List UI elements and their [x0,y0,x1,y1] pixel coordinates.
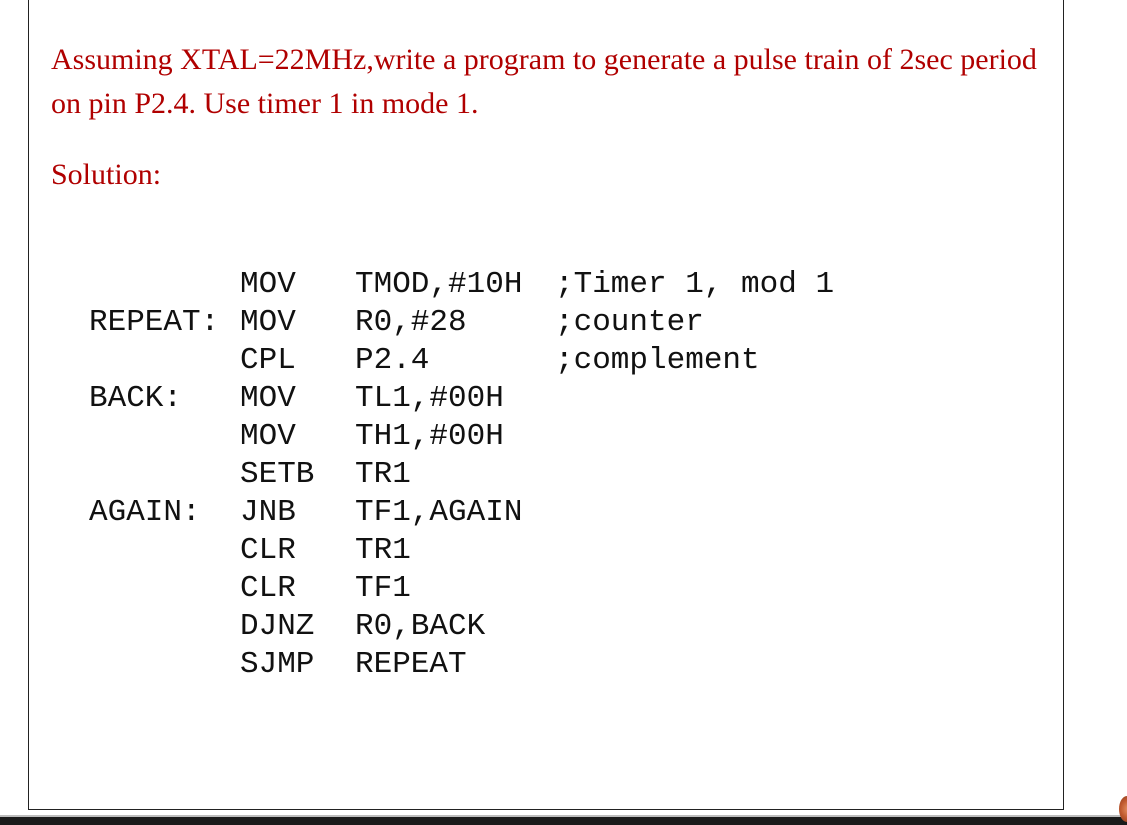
code-operand: TL1,#00H [355,381,504,416]
bottom-divider [0,815,1127,817]
code-comment: ;counter [555,305,704,340]
code-opcode: DJNZ [240,609,315,644]
code-comment: ;complement [555,343,760,378]
code-opcode: CLR [240,533,296,568]
code-line: SJMP REPEAT [89,646,467,684]
code-operand: P2.4 [355,343,430,378]
code-operand: TF1 [355,571,411,606]
code-operand: REPEAT [355,647,467,682]
code-opcode: SJMP [240,647,315,682]
code-opcode: CLR [240,571,296,606]
code-operand: TMOD,#10H [355,267,523,302]
code-line: BACK: MOV TL1,#00H [89,380,504,418]
code-line: MOV TMOD,#10H ;Timer 1, mod 1 [89,266,834,304]
code-line: SETB TR1 [89,456,411,494]
code-opcode: MOV [240,305,296,340]
code-comment: ;Timer 1, mod 1 [555,267,835,302]
logo-icon [1119,796,1127,822]
code-label: AGAIN: [89,495,201,530]
code-line: REPEAT: MOV R0,#28 ;counter [89,304,704,342]
code-opcode: CPL [240,343,296,378]
code-opcode: JNB [240,495,296,530]
code-operand: TR1 [355,457,411,492]
code-opcode: SETB [240,457,315,492]
question-text: Assuming XTAL=22MHz,write a program to g… [51,43,1037,120]
code-operand: TR1 [355,533,411,568]
code-label: REPEAT: [89,305,220,340]
code-line: CLR TF1 [89,570,411,608]
code-operand: R0,BACK [355,609,486,644]
code-opcode: MOV [240,419,296,454]
bottom-bar [0,817,1127,825]
code-line: DJNZ R0,BACK [89,608,485,646]
solution-label: Solution: [51,158,162,191]
code-label: BACK: [89,381,183,416]
code-opcode: MOV [240,267,296,302]
assembly-code-block: MOV TMOD,#10H ;Timer 1, mod 1 REPEAT: MO… [89,266,834,684]
code-line: AGAIN: JNB TF1,AGAIN [89,494,522,532]
slide-frame [28,0,1064,810]
code-operand: R0,#28 [355,305,467,340]
code-opcode: MOV [240,381,296,416]
code-operand: TH1,#00H [355,419,504,454]
code-line: CPL P2.4 ;complement [89,342,760,380]
code-line: MOV TH1,#00H [89,418,504,456]
code-operand: TF1,AGAIN [355,495,523,530]
code-line: CLR TR1 [89,532,411,570]
